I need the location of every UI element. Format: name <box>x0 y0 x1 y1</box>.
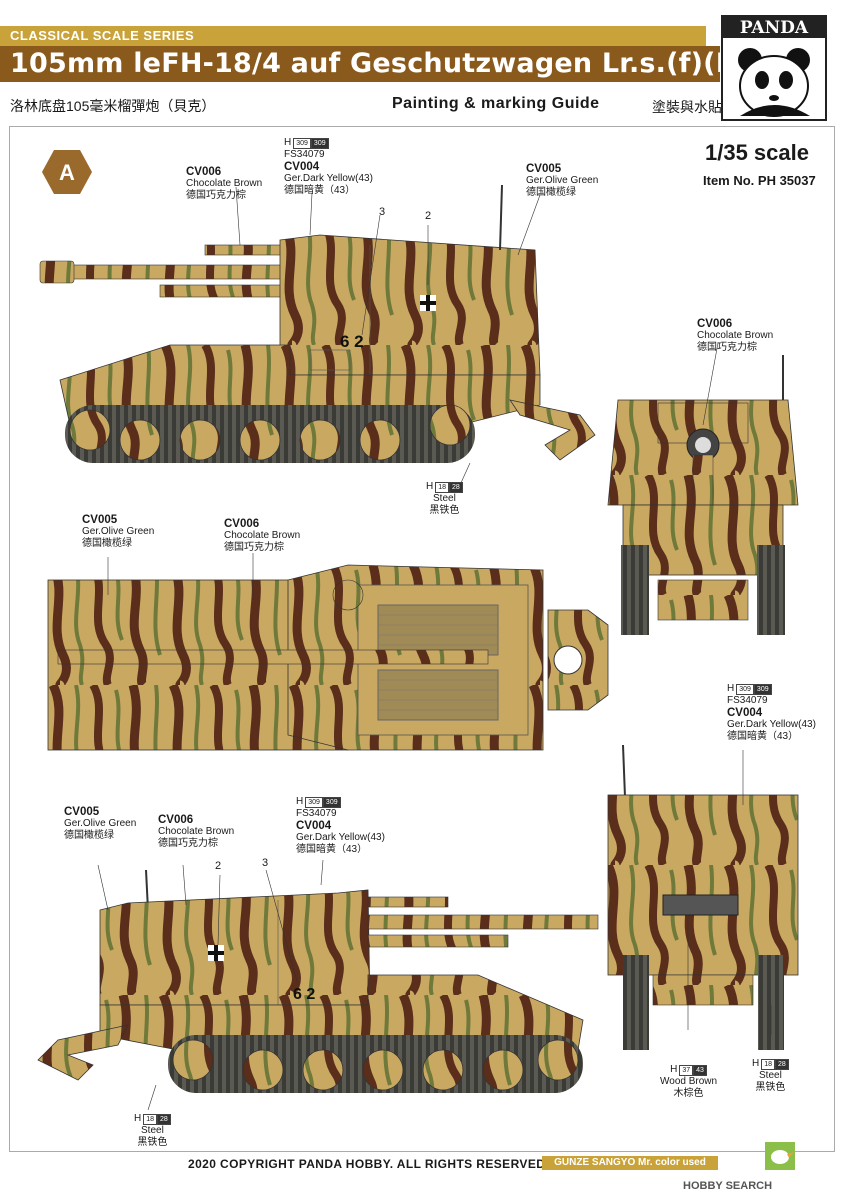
hull-number-decal: 6 2 <box>340 332 364 351</box>
brand-text: PANDA <box>740 18 809 38</box>
label-cv006-front: CV006 Chocolate Brown 德国巧克力棕 <box>697 318 774 353</box>
panda-logo: PANDA <box>721 15 827 121</box>
guide-title-cn: 塗裝與水貼 <box>652 99 722 115</box>
hobby-search-watermark: HOBBY SEARCH <box>683 1180 773 1192</box>
series-label: CLASSICAL SCALE SERIES <box>10 28 195 43</box>
rear-view <box>607 744 799 1050</box>
label-cv006-bot: CV006 Chocolate Brown 德国巧克力棕 <box>158 814 235 849</box>
balkenkreuz-decal <box>420 295 436 311</box>
guide-title: Painting & marking Guide <box>392 95 600 112</box>
hull-number-decal-bot: 6 2 <box>293 986 315 1003</box>
page-title: 105mm leFH-18/4 auf Geschutzwagen Lr.s.(… <box>10 48 834 79</box>
decal-number-3: 3 <box>379 206 386 218</box>
label-cv006-mid: CV006 Chocolate Brown 德国巧克力棕 <box>224 518 301 553</box>
label-cv005-mid: CV005 Ger.Olive Green 德国橄榄绿 <box>82 514 155 549</box>
chinese-title: 洛林底盘105毫米榴彈炮（貝克） <box>10 98 216 114</box>
decal-number-2-bot: 2 <box>215 860 222 872</box>
label-cv006-top: CV006 Chocolate Brown 德国巧克力棕 <box>186 166 263 201</box>
copyright-text: 2020 COPYRIGHT PANDA HOBBY. ALL RIGHTS R… <box>188 1157 550 1171</box>
decal-number-2: 2 <box>425 210 432 222</box>
bird-icon <box>765 1142 795 1170</box>
scale-label: 1/35 scale <box>705 140 809 165</box>
gunze-label: GUNZE SANGYO Mr. color used <box>542 1156 718 1170</box>
balkenkreuz-decal-bot <box>208 945 224 961</box>
scheme-badge: A <box>42 150 92 194</box>
decal-number-3-bot: 3 <box>262 857 269 869</box>
series-bar <box>0 26 706 46</box>
svg-text:A: A <box>59 160 75 185</box>
page-frame <box>9 126 835 1152</box>
front-view <box>607 342 799 635</box>
side-view-right: 6 2 <box>37 859 599 1111</box>
item-number: Item No. PH 35037 <box>703 173 816 188</box>
side-view-left: 6 2 <box>39 184 596 486</box>
label-cv005-bot: CV005 Ger.Olive Green 德国橄榄绿 <box>64 806 137 841</box>
title-bar <box>0 46 720 82</box>
label-cv005-top: CV005 Ger.Olive Green 德国橄榄绿 <box>526 163 599 198</box>
top-view <box>47 553 609 751</box>
